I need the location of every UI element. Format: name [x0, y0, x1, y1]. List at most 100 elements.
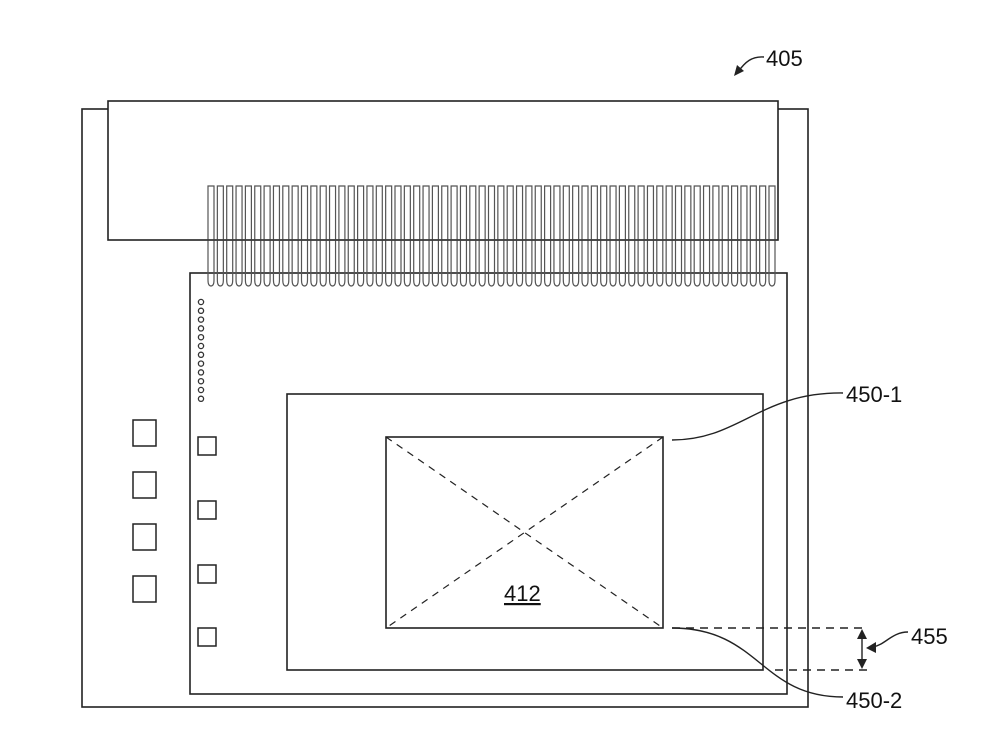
fin [282, 185, 290, 287]
pin-dot [197, 377, 205, 385]
die-412 [385, 436, 664, 629]
fin [515, 185, 524, 287]
fin [506, 185, 514, 287]
fin [394, 185, 402, 287]
pin-dot [197, 298, 205, 306]
fin [749, 185, 757, 287]
fin [291, 185, 299, 287]
fin [357, 185, 365, 287]
fin [300, 185, 309, 287]
fin [525, 185, 533, 287]
fin [375, 185, 383, 287]
fin [581, 185, 589, 287]
fin [487, 185, 496, 287]
fin [216, 185, 224, 287]
fin [338, 185, 346, 287]
label-450-2: 450-2 [846, 688, 902, 713]
fin [684, 185, 692, 287]
fin [553, 185, 561, 287]
leader-450-2 [671, 627, 844, 698]
fin [319, 185, 327, 287]
outer-pad [132, 419, 157, 447]
pin-dot [197, 316, 205, 323]
fin [469, 185, 477, 287]
fin [590, 185, 598, 287]
fin [674, 185, 683, 287]
label-405: 405 [766, 46, 803, 71]
fin [534, 185, 542, 287]
pin-dot [197, 395, 205, 403]
fin [272, 185, 281, 287]
fin [646, 185, 655, 287]
package-outline [286, 393, 764, 671]
arrowhead-icon [734, 65, 744, 76]
fin [712, 185, 720, 287]
inner-pad [197, 564, 217, 584]
inner-pad [197, 436, 217, 456]
fin [431, 185, 439, 287]
fin [721, 185, 729, 287]
fin [244, 185, 252, 287]
label-412: 412 [504, 581, 541, 606]
fin [656, 185, 664, 287]
fin [544, 185, 552, 287]
pin-dot [197, 307, 205, 315]
pin-dot [197, 360, 205, 367]
fin [328, 185, 337, 287]
die-diagonal [385, 436, 664, 629]
fin [759, 185, 767, 287]
arrowhead-icon [866, 642, 876, 653]
fin [572, 185, 580, 287]
leader-455 [872, 631, 909, 648]
pin-dot [197, 369, 205, 376]
fin [618, 185, 626, 287]
fin [702, 185, 711, 287]
fin [478, 185, 486, 287]
fin [740, 185, 748, 287]
fin [310, 185, 318, 287]
outer-pad [132, 523, 157, 551]
fin [609, 185, 617, 287]
die-diagonal [385, 436, 664, 629]
pin-dot [197, 333, 205, 341]
fin [207, 185, 215, 287]
fin [693, 185, 701, 287]
fin [600, 185, 608, 287]
fin [403, 185, 411, 287]
fin [628, 185, 636, 287]
fin [413, 185, 421, 287]
pin-dot [197, 351, 205, 359]
fin [441, 185, 449, 287]
fin [768, 185, 776, 287]
fin [385, 185, 393, 287]
fin [235, 185, 243, 287]
connector-fins [207, 185, 776, 287]
pin-dot [197, 386, 205, 394]
fin [263, 185, 271, 287]
fin [254, 185, 262, 287]
pin-dot [197, 325, 205, 332]
fin [562, 185, 570, 287]
pin-dot [197, 342, 205, 350]
fin [497, 185, 505, 287]
label-455: 455 [911, 624, 948, 649]
fin [366, 185, 374, 287]
pin-dot-column [197, 298, 205, 403]
fin [347, 185, 355, 287]
fin [450, 185, 458, 287]
label-450-1: 450-1 [846, 382, 902, 407]
leader-450-1 [671, 392, 844, 441]
inner-pad [197, 627, 217, 647]
outer-pad [132, 575, 157, 603]
fin [665, 185, 673, 287]
fin [226, 185, 234, 287]
fin [459, 185, 468, 287]
arrowhead-icon [857, 629, 867, 639]
circuit-board [189, 272, 788, 695]
arrowhead-icon [857, 659, 867, 669]
fin [422, 185, 430, 287]
inner-pad [197, 500, 217, 520]
fin [637, 185, 645, 287]
